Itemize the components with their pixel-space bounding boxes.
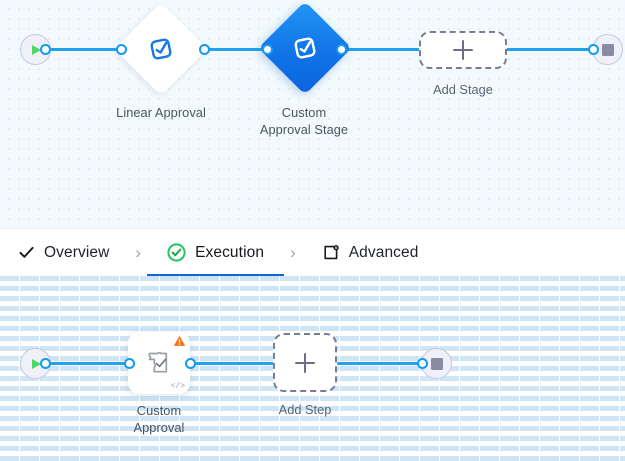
warning-icon [173, 335, 186, 347]
tab-separator: › [290, 243, 296, 262]
add-step-label: Add Step [278, 402, 332, 417]
play-icon [32, 358, 41, 369]
play-icon [32, 44, 41, 55]
plus-icon [453, 40, 473, 60]
step-node-custom-approval[interactable]: </> [128, 332, 190, 394]
add-stage-label: Add Stage [433, 82, 493, 97]
designer-tabs: Overview › Execution › Advanced [0, 228, 625, 277]
stage-canvas[interactable]: Linear Approval Custom Approval Stage Ad… [0, 0, 625, 228]
plus-icon [295, 352, 315, 373]
puzzle-check-icon [144, 348, 174, 378]
port-end-in[interactable] [588, 44, 599, 55]
edge-custom-to-add [341, 48, 421, 51]
tab-execution[interactable]: Execution [147, 229, 285, 277]
tab-separator: › [135, 243, 142, 262]
stop-icon [601, 43, 614, 56]
add-step-button[interactable] [273, 333, 337, 392]
stage-node-linear-approval[interactable] [114, 2, 208, 96]
stop-icon [430, 357, 443, 370]
edge-add-to-end [505, 48, 593, 51]
port-custom-approval-in[interactable] [124, 358, 135, 369]
tab-advanced-label: Advanced [348, 243, 419, 261]
port-custom-in[interactable] [262, 44, 273, 55]
port-custom-out[interactable] [336, 44, 347, 55]
port-end-in[interactable] [417, 358, 428, 369]
port-start-out[interactable] [40, 44, 51, 55]
port-linear-out[interactable] [199, 44, 210, 55]
stage-node-custom-approval-stage[interactable] [258, 1, 352, 95]
tab-advanced[interactable]: Advanced [318, 229, 423, 277]
port-custom-approval-out[interactable] [185, 358, 196, 369]
stage-label-custom-approval-stage: Custom Approval Stage [259, 105, 349, 137]
edge-add-to-end [337, 362, 422, 365]
check-circle-icon [167, 243, 186, 262]
edge-start-to-linear [44, 48, 120, 51]
approval-stage-icon [289, 32, 321, 64]
port-start-out[interactable] [40, 358, 51, 369]
add-stage-button[interactable] [419, 31, 507, 69]
tab-overview[interactable]: Overview [14, 229, 113, 277]
edge-linear-to-custom [204, 48, 268, 51]
step-label-custom-approval: Custom Approval [133, 403, 185, 435]
edge-custom-approval-to-add [190, 362, 274, 365]
check-icon [18, 244, 35, 261]
tab-execution-label: Execution [195, 243, 265, 261]
code-badge: </> [170, 382, 185, 391]
stage-label-linear-approval: Linear Approval [116, 105, 206, 120]
step-canvas[interactable]: </> Custom Approval Add Step [0, 276, 625, 461]
box-gear-icon [322, 244, 340, 262]
tab-overview-label: Overview [44, 243, 110, 261]
edge-start-to-custom-approval [44, 362, 132, 365]
approval-stage-icon [145, 33, 177, 65]
port-linear-in[interactable] [116, 44, 127, 55]
